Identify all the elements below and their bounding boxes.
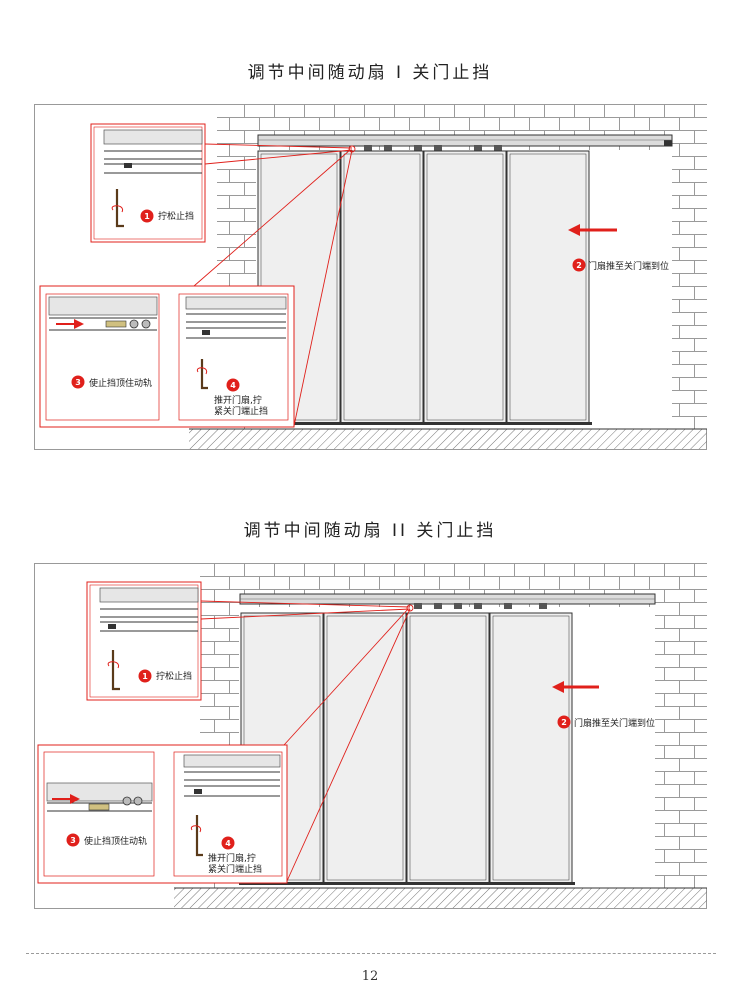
step-2-label: 门扇推至关门端到位 [574, 717, 655, 729]
detail-4-box [178, 293, 289, 421]
step-2-label: 门扇推至关门端到位 [588, 260, 669, 272]
step-3-marker [71, 375, 85, 389]
track-rollers [414, 603, 547, 609]
allen-key-4 [195, 815, 203, 857]
door-panels [257, 150, 590, 424]
section-1-figure: 2 门扇推至关门端到位 1 拧松止挡 3 使止挡顶住动轨 4 推开门扇,拧 紧关… [34, 104, 707, 450]
allen-key-1 [111, 650, 120, 691]
step-2-number: 2 [576, 261, 582, 270]
top-track [257, 134, 673, 147]
callout-lines [193, 143, 356, 427]
door-panel-4 [489, 612, 573, 884]
step-1-marker [138, 669, 152, 683]
door-panel-2 [323, 612, 407, 884]
step-4-label-line2: 紧关门端止挡 [208, 863, 262, 875]
step-3-label: 使止挡顶住动轨 [84, 835, 147, 847]
step-3-label: 使止挡顶住动轨 [89, 377, 152, 389]
step-4-label-line1: 推开门扇,拧 [208, 852, 256, 864]
step-4-number: 4 [225, 839, 231, 848]
door-panel-3 [423, 150, 507, 424]
door-panel-3 [406, 612, 490, 884]
step-3-number: 3 [75, 378, 81, 387]
step-3-marker [66, 833, 80, 847]
section-2-diagram: 2 门扇推至关门端到位 1 拧松止挡 3 使止挡顶住动轨 4 推开门扇,拧 紧关… [34, 563, 707, 909]
step-2-marker [572, 258, 586, 272]
step-1-number: 1 [144, 212, 150, 221]
step-4-marker [226, 378, 240, 392]
step-4-label-line2: 紧关门端止挡 [214, 405, 268, 417]
door-panel-2 [340, 150, 424, 424]
allen-key-4 [200, 359, 208, 390]
section-2-figure: 2 门扇推至关门端到位 1 拧松止挡 3 使止挡顶住动轨 4 推开门扇,拧 紧关… [34, 563, 707, 909]
step-1-label: 拧松止挡 [156, 670, 192, 682]
step-4-number: 4 [230, 381, 236, 390]
section-1-title: 调节中间随动扇 I 关门止挡 [247, 63, 493, 83]
detail-3-box [43, 751, 155, 877]
floor-hatch [174, 888, 707, 908]
detail-4-box [173, 751, 283, 877]
step-3-number: 3 [70, 836, 76, 845]
step-2-number: 2 [561, 718, 567, 727]
step-1-label: 拧松止挡 [158, 210, 194, 222]
track-rollers [364, 145, 502, 151]
step-4-marker [221, 836, 235, 850]
allen-key-1 [115, 189, 124, 228]
step-1-number: 1 [142, 672, 148, 681]
callout-lines [200, 600, 414, 882]
step-4-label-line1: 推开门扇,拧 [214, 394, 262, 406]
footer-divider [26, 953, 716, 954]
section-1-diagram: 2 门扇推至关门端到位 1 拧松止挡 3 使止挡顶住动轨 4 推开门扇,拧 紧关… [34, 104, 707, 450]
page-number: 12 [361, 969, 379, 984]
door-panels [240, 612, 573, 884]
step-1-marker [140, 209, 154, 223]
door-panel-4 [506, 150, 590, 424]
floor-hatch [189, 429, 707, 449]
step-2-marker [557, 715, 571, 729]
section-2-title: 调节中间随动扇 II 关门止挡 [243, 521, 497, 541]
